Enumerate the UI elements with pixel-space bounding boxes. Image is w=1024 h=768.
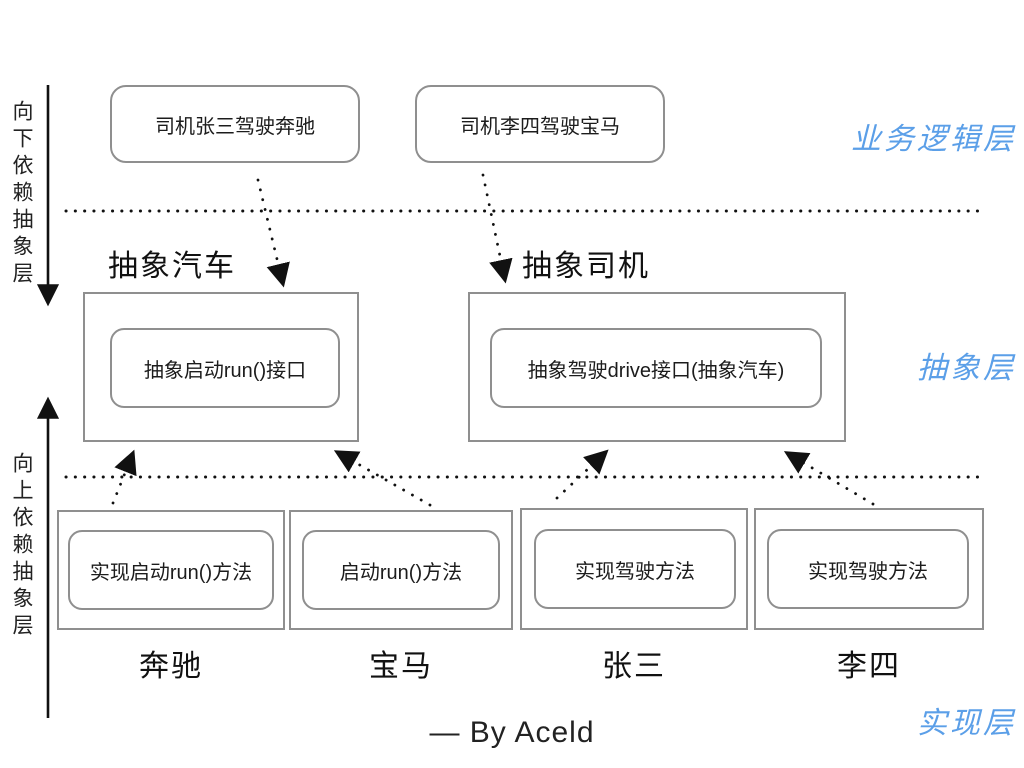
arrow-baoma-to-abstract-car: [333, 450, 432, 507]
abstract-driver-interface-label: 抽象驾驶drive接口(抽象汽车): [527, 359, 785, 382]
arrow-lisi-to-abstract-driver: [783, 451, 875, 506]
arrow-benchi-to-abstract-car: [111, 449, 137, 505]
impl-name-zhangsan: 张三: [602, 650, 666, 683]
impl-method-box-lisi: 实现驾驶方法: [767, 529, 969, 609]
impl-method-box-zhangsan: 实现驾驶方法: [534, 529, 736, 609]
impl-name-lisi: 李四: [837, 650, 901, 683]
abstract-car-interface-box: 抽象启动run()接口: [110, 328, 340, 408]
impl-method-label: 实现启动run()方法: [89, 561, 253, 584]
down-dependency-note: 向下依赖抽象层: [10, 100, 33, 289]
layer-label-business: 业务逻辑层: [851, 122, 1016, 157]
impl-method-label: 实现驾驶方法: [808, 560, 928, 583]
author-credit: — By Aceld: [429, 716, 595, 749]
impl-method-label: 实现驾驶方法: [575, 560, 695, 583]
abstract-car-interface-label: 抽象启动run()接口: [143, 359, 307, 382]
abstract-car-title: 抽象汽车: [108, 250, 236, 283]
business-box-label: 司机张三驾驶奔驰: [155, 115, 315, 138]
business-box-lisi-baoma: 司机李四驾驶宝马: [415, 85, 665, 163]
impl-method-box-benchi: 实现启动run()方法: [68, 530, 274, 610]
layer-label-implementation: 实现层: [917, 706, 1016, 741]
arrow-zhangsan-to-abstract-driver: [555, 449, 609, 500]
impl-name-benchi: 奔驰: [139, 650, 203, 683]
abstract-driver-interface-box: 抽象驾驶drive接口(抽象汽车): [490, 328, 822, 408]
impl-name-baoma: 宝马: [369, 650, 433, 683]
arrow-business1-to-abstract-car: [256, 178, 290, 288]
impl-method-label: 启动run()方法: [339, 561, 463, 584]
impl-method-box-baoma: 启动run()方法: [302, 530, 500, 610]
business-box-zhangsan-benchi: 司机张三驾驶奔驰: [110, 85, 360, 163]
business-box-label: 司机李四驾驶宝马: [460, 115, 620, 138]
abstract-driver-title: 抽象司机: [522, 250, 650, 283]
layer-label-abstraction: 抽象层: [917, 351, 1016, 386]
up-dependency-note: 向上依赖抽象层: [10, 452, 33, 641]
arrow-business2-to-abstract-driver: [481, 173, 513, 284]
